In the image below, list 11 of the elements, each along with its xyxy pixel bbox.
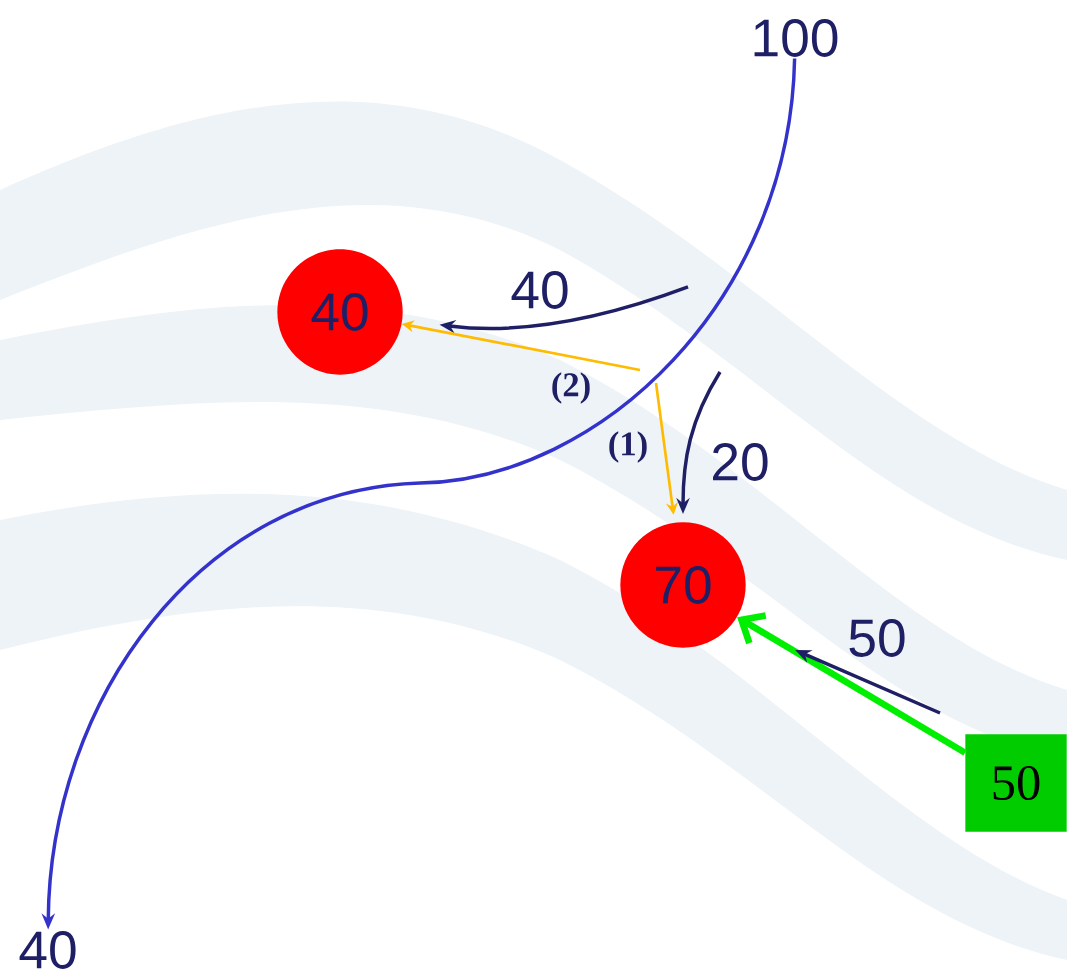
arrow bbox=[737, 612, 967, 756]
flow-value-label: 50 bbox=[849, 619, 905, 657]
circle-node: 70 bbox=[620, 522, 746, 648]
edge-label: (1) bbox=[609, 431, 647, 463]
edge-label: (2) bbox=[552, 372, 590, 404]
edge-label: 20 bbox=[713, 443, 768, 481]
edge-label: 40 bbox=[511, 271, 568, 309]
value-label: 100 bbox=[754, 19, 838, 57]
value-label: 40 bbox=[19, 931, 76, 969]
source-box: 50 bbox=[965, 734, 1067, 832]
circle-node: 40 bbox=[277, 249, 403, 375]
